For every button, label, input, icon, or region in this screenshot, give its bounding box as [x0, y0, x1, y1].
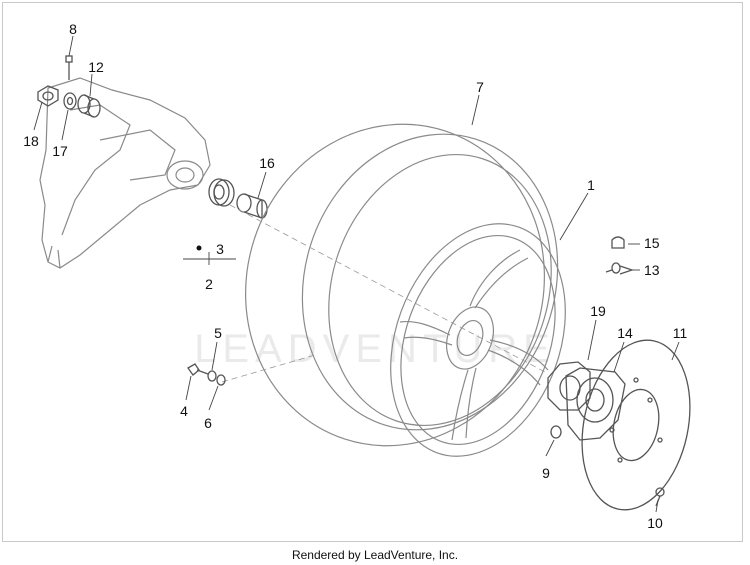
callout-7: 7	[476, 79, 484, 95]
reference-dot	[196, 245, 202, 251]
washer-part-5	[207, 370, 217, 382]
nut-part-9	[550, 425, 562, 439]
nut-part-18	[37, 85, 59, 107]
callout-11: 11	[673, 325, 688, 341]
callout-3: 3	[216, 241, 224, 257]
bolt-part-4	[187, 363, 209, 376]
callout-17: 17	[52, 143, 68, 159]
valve-cap-part-15	[611, 236, 625, 249]
hub-part-14	[565, 367, 626, 441]
watermark: LEADVENTURE	[194, 327, 556, 371]
washer-part-6	[216, 374, 226, 386]
callout-13: 13	[644, 262, 660, 278]
spacer-part-16	[236, 193, 268, 219]
bolt-centerline	[221, 354, 316, 383]
leader-lines	[33, 35, 680, 513]
diagram-frame	[2, 2, 743, 542]
washer-part-17	[63, 92, 77, 110]
callout-1: 1	[587, 177, 595, 193]
footer-credit: Rendered by LeadVenture, Inc.	[291, 548, 459, 562]
callout-16: 16	[259, 155, 275, 171]
brake-disc-part-11	[581, 339, 691, 511]
callout-18: 18	[23, 133, 39, 149]
callout-labels: 8 12 18 17 16 3 2 7 1 15 13 19 14 11 5 4…	[23, 21, 687, 531]
callout-15: 15	[644, 235, 660, 251]
rim-part-1	[390, 223, 566, 457]
bearing-part-3	[208, 178, 235, 207]
valve-part-13	[605, 262, 635, 275]
callout-12: 12	[88, 59, 104, 75]
callout-2: 2	[205, 276, 213, 292]
callout-5: 5	[214, 325, 222, 341]
callout-9: 9	[542, 465, 550, 481]
bushing-part-12	[77, 94, 101, 118]
callout-19: 19	[590, 303, 606, 319]
watermark-text: LEADVENTURE	[194, 327, 556, 371]
tire-part-7	[245, 123, 559, 447]
callout-4: 4	[180, 403, 188, 419]
callout-8: 8	[69, 21, 77, 37]
bolt-part-8	[65, 55, 73, 80]
callout-6: 6	[204, 415, 212, 431]
callout-14: 14	[617, 325, 633, 341]
callout-10: 10	[647, 515, 663, 531]
